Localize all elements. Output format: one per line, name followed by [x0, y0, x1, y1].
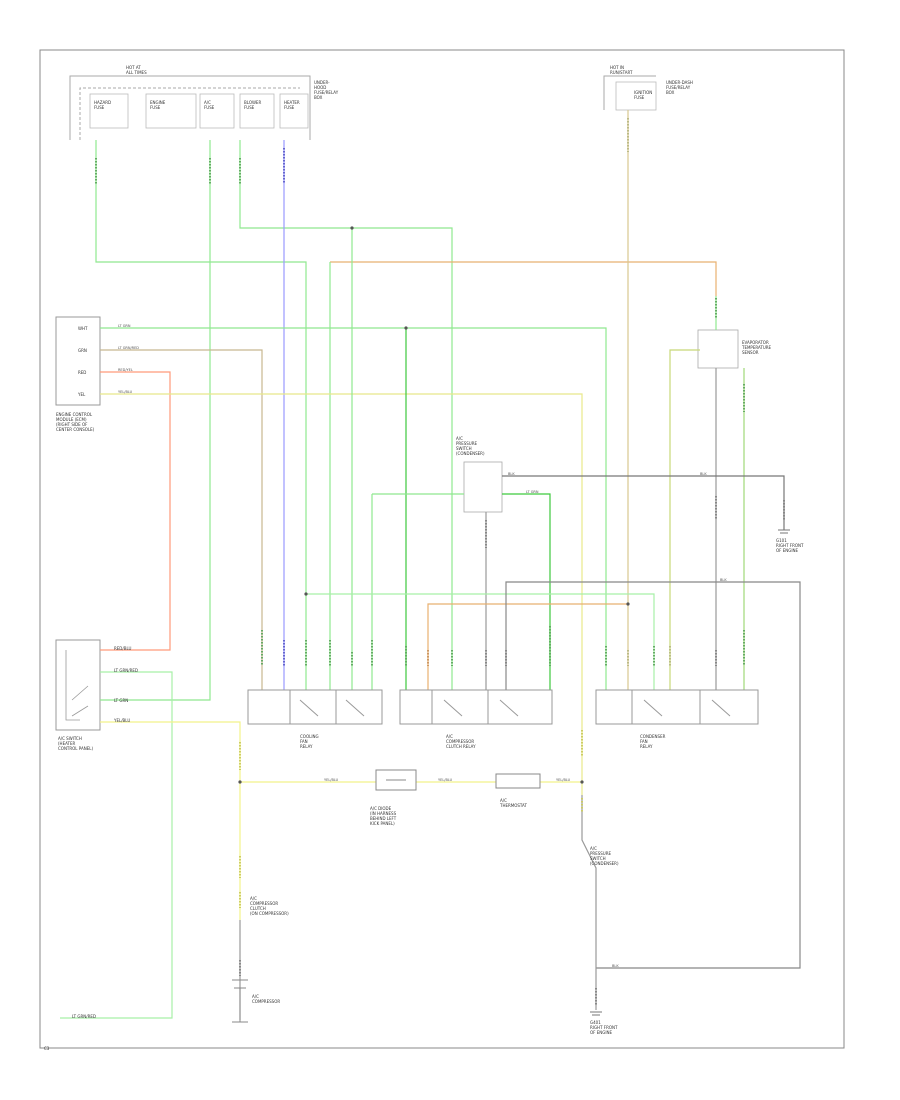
ecm-pin-1: WHT: [78, 326, 88, 331]
wire-label: YEL/BLU: [438, 778, 453, 782]
label-fuse-c: A/C FUSE: [204, 100, 215, 110]
label-thermo-resistor: A/C THERMOSTAT: [500, 798, 527, 808]
label-fuse-d: BLOWER FUSE: [244, 100, 262, 110]
ecm-pin-2: GRN: [78, 348, 87, 353]
label-relay-3: CONDENSER FAN RELAY: [640, 734, 666, 749]
label-thermostat: EVAPORATOR TEMPERATURE SENSOR: [742, 340, 772, 355]
wire-label: BLK: [720, 578, 727, 582]
wire-label: RED/YEL: [118, 368, 133, 372]
fuse-box-left: [69, 75, 311, 140]
label-fuse-b: ENGINE FUSE: [150, 100, 166, 110]
wire-label: YEL/BLU: [324, 778, 339, 782]
label-pressure-switch: A/C PRESSURE SWITCH (CONDENSER): [456, 436, 485, 456]
ac-switch-pin-3: LT GRN: [114, 698, 129, 703]
ac-switch-box: [55, 639, 101, 731]
relay-boxes: [247, 689, 759, 725]
label-ecm: ENGINE CONTROL MODULE (ECM) (RIGHT SIDE …: [56, 412, 95, 432]
label-compressor: A/C COMPRESSOR: [252, 994, 281, 1004]
label-relay-1: COOLING FAN RELAY: [300, 734, 319, 749]
wire-label: BLK: [700, 472, 707, 476]
label-ac-switch-box: A/C SWITCH (HEATER CONTROL PANEL): [58, 736, 94, 751]
label-fuse-box-left: UNDER- HOOD FUSE/RELAY BOX: [314, 80, 339, 100]
wire-label: YEL/BLU: [556, 778, 571, 782]
wire-label: YEL/BLU: [118, 390, 133, 394]
label-pressure-center: A/C PRESSURE SWITCH (CONDENSER): [590, 846, 619, 866]
label-compressor-clutch: A/C COMPRESSOR CLUTCH (ON COMPRESSOR): [250, 896, 289, 916]
wires: [60, 110, 801, 1020]
diagram-frame: [39, 49, 845, 1049]
label-ground-bottom: G401 RIGHT FRONT OF ENGINE: [590, 1020, 618, 1035]
ecm-box: [55, 316, 101, 406]
ac-switch-pin-4: YEL/BLU: [114, 718, 131, 723]
label-fuse-box-right: UNDER-DASH FUSE/RELAY BOX: [666, 80, 693, 95]
ecm-pin-4: YEL: [78, 392, 86, 397]
diode: [375, 769, 417, 791]
label-hot-in-run: HOT IN RUN/START: [610, 65, 633, 75]
label-wire-bottom: LT GRN/RED: [72, 1014, 96, 1019]
wire-label: LT GRN: [118, 324, 131, 328]
label-fuse-right-item: IGNITION FUSE: [634, 90, 653, 100]
label-page-code: C3: [44, 1046, 50, 1051]
wire-label: BLK: [612, 964, 619, 968]
ground-symbols: [590, 529, 790, 1016]
label-hot-at-all-times: HOT AT ALL TIMES: [126, 65, 147, 75]
ac-switch-pin-2: LT GRN/RED: [114, 668, 138, 673]
label-ground-right: G101 RIGHT FRONT OF ENGINE: [776, 538, 804, 553]
thermo-resistor: [495, 773, 541, 789]
splice-dots: [238, 226, 630, 784]
compressor-clutch-symbol: [232, 979, 248, 1023]
fuse-box-right: [603, 75, 657, 111]
label-diode: A/C DIODE (IN HARNESS BEHIND LEFT KICK P…: [370, 806, 397, 826]
wire-label: LT GRN/RED: [118, 346, 139, 350]
ac-switch-pin-1: RED/BLU: [114, 646, 132, 651]
wire-label: LT GRN: [526, 490, 539, 494]
connectors: [95, 118, 785, 1006]
ecm-pin-3: RED: [78, 370, 87, 375]
label-relay-2: A/C COMPRESSOR CLUTCH RELAY: [446, 734, 476, 749]
wire-label: BLK: [508, 472, 515, 476]
label-fuse-e: HEATER FUSE: [284, 100, 300, 110]
label-fuse-a: HAZARD FUSE: [94, 100, 112, 110]
